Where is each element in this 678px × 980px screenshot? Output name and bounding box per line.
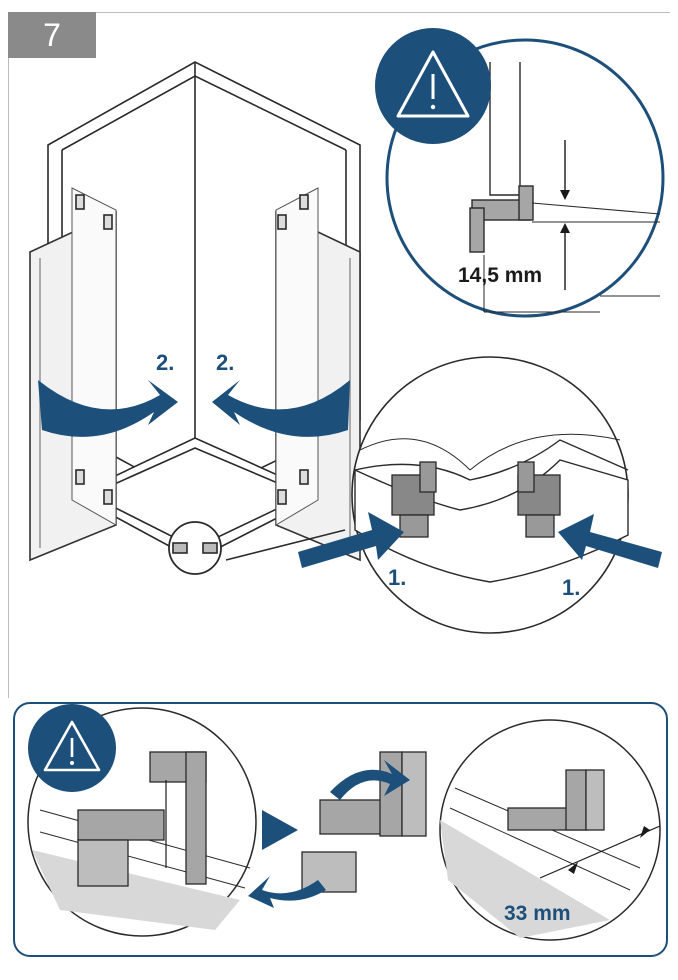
rotate-arrow-icon bbox=[212, 380, 350, 437]
step-label-2a: 2. bbox=[156, 350, 174, 375]
arrow-right-icon bbox=[558, 514, 662, 568]
rotate-arrow-icon bbox=[38, 380, 178, 437]
side-rule bbox=[8, 58, 9, 698]
step-label-1b: 1. bbox=[562, 575, 580, 600]
warning-icon bbox=[375, 28, 491, 144]
push-arrows bbox=[298, 512, 662, 568]
corner-detail-loupe bbox=[351, 356, 629, 634]
dimension-label-bottom: 33 mm bbox=[504, 902, 571, 925]
step-number: 7 bbox=[8, 12, 96, 58]
step-label-1a: 1. bbox=[388, 565, 406, 590]
arrow-right-icon bbox=[298, 512, 404, 568]
rotate-arrows bbox=[38, 380, 350, 437]
arrow-right-icon bbox=[262, 810, 298, 850]
step-label-2b: 2. bbox=[216, 350, 234, 375]
warning-icon bbox=[28, 704, 116, 792]
width-measure-loupe bbox=[439, 719, 661, 941]
shower-enclosure bbox=[29, 61, 361, 575]
header-rule bbox=[96, 12, 670, 13]
rotate-arrow-icon bbox=[330, 760, 410, 800]
clip-pieces bbox=[248, 751, 427, 908]
rotate-arrow-icon bbox=[248, 876, 326, 908]
dimension-label-top: 14,5 mm bbox=[458, 264, 542, 287]
